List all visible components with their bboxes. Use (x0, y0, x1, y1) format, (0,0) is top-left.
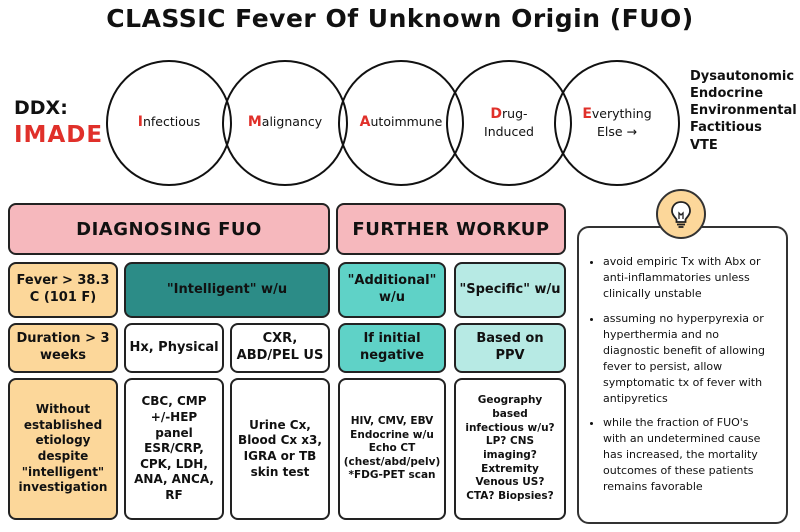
lightbulb-icon (656, 189, 706, 239)
circle-text: verything Else → (591, 106, 652, 139)
everything-else-list: Dysautonomic Endocrine Environmental Fac… (690, 68, 797, 154)
circle-text: utoimmune (370, 114, 443, 130)
notes-panel: avoid empiric Tx with Abx or anti-inflam… (577, 226, 788, 524)
circle-malignancy: Malignancy (222, 60, 348, 186)
additional-tests-box: HIV, CMV, EBV Endocrine w/u Echo CT (che… (338, 378, 446, 520)
criterion-duration: Duration > 3 weeks (8, 323, 118, 373)
specific-workup-label: "Specific" w/u (454, 262, 566, 318)
cultures-box: Urine Cx, Blood Cx x3, IGRA or TB skin t… (230, 378, 330, 520)
labs-box: CBC, CMP +/-HEP panel ESR/CRP, CPK, LDH,… (124, 378, 224, 520)
circle-text: alignancy (261, 114, 323, 130)
additional-workup-label: "Additional" w/u (338, 262, 446, 318)
ddx-label: DDX: (14, 97, 68, 119)
page-title: CLASSIC Fever Of Unknown Origin (FUO) (106, 4, 694, 33)
note-item: assuming no hyperpyrexia or hyperthermia… (603, 311, 774, 407)
circle-infectious: Infectious (106, 60, 232, 186)
list-item: Endocrine (690, 86, 764, 102)
circle-everything-else: Everything Else → (554, 60, 680, 186)
imaging-box: CXR, ABD/PEL US (230, 323, 330, 373)
ddx-mnemonic: IMADE (14, 122, 104, 148)
if-initial-negative-box: If initial negative (338, 323, 446, 373)
list-item: Dysautonomic (690, 69, 795, 84)
list-item: VTE (690, 137, 718, 153)
specific-tests-box: Geography based infectious w/u? LP? CNS … (454, 378, 566, 520)
based-on-ppv-box: Based on PPV (454, 323, 566, 373)
circle-initial: I (137, 114, 143, 131)
hx-physical-box: Hx, Physical (124, 323, 224, 373)
circle-initial: M (247, 114, 262, 131)
intelligent-workup-label: "Intelligent" w/u (124, 262, 330, 318)
diagnosing-header: DIAGNOSING FUO (8, 203, 330, 255)
circle-initial: D (490, 106, 503, 123)
criterion-no-etiology: Without established etiology despite "in… (8, 378, 118, 520)
circle-text: nfectious (142, 114, 201, 130)
note-item: avoid empiric Tx with Abx or anti-inflam… (603, 254, 774, 302)
list-item: Environmental (690, 103, 797, 119)
further-workup-header: FURTHER WORKUP (336, 203, 566, 255)
criterion-fever: Fever > 38.3 C (101 F) (8, 262, 118, 318)
circle-initial: A (359, 114, 371, 131)
circle-text: rug- Induced (484, 106, 534, 139)
note-item: while the fraction of FUO's with an unde… (603, 415, 774, 495)
circle-initial: E (582, 106, 592, 123)
list-item: Factitious (690, 120, 762, 136)
